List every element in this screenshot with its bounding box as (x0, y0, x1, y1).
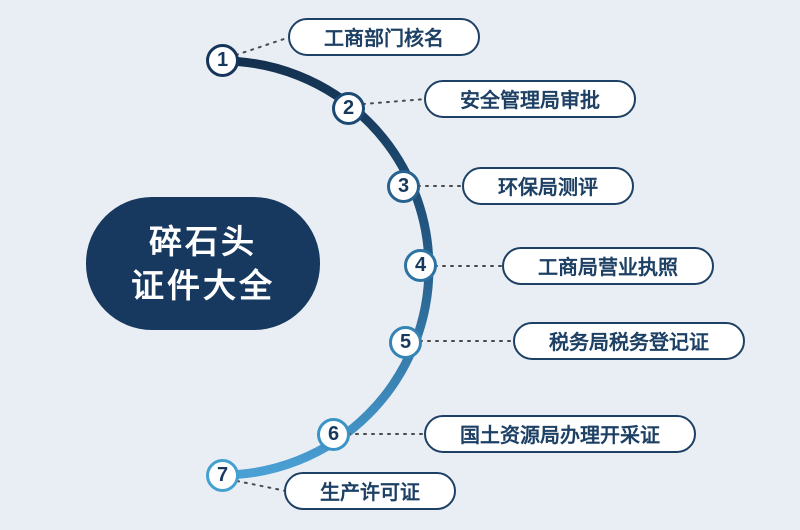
step-label-2: 安全管理局审批 (424, 80, 636, 118)
step-label-5: 税务局税务登记证 (513, 322, 745, 360)
connector-line-2 (362, 98, 427, 105)
step-circle-1: 1 (206, 44, 239, 77)
step-circle-3: 3 (387, 170, 420, 203)
step-label-3: 环保局测评 (462, 167, 634, 205)
step-label-4: 工商局营业执照 (502, 247, 714, 285)
step-circle-2: 2 (332, 92, 365, 125)
step-circle-4: 4 (404, 249, 437, 282)
step-circle-5: 5 (389, 326, 422, 359)
connector-line-1 (235, 36, 291, 56)
connector-line-7 (236, 480, 287, 492)
step-label-6: 国土资源局办理开采证 (424, 415, 696, 453)
step-circle-6: 6 (317, 418, 350, 451)
title-line-1: 碎石头 (149, 222, 257, 260)
title-line-2: 证件大全 (131, 266, 275, 304)
step-circle-7: 7 (206, 459, 239, 492)
step-label-7: 生产许可证 (284, 472, 456, 510)
step-label-1: 工商部门核名 (288, 18, 480, 56)
title-badge: 碎石头 证件大全 (86, 197, 320, 330)
